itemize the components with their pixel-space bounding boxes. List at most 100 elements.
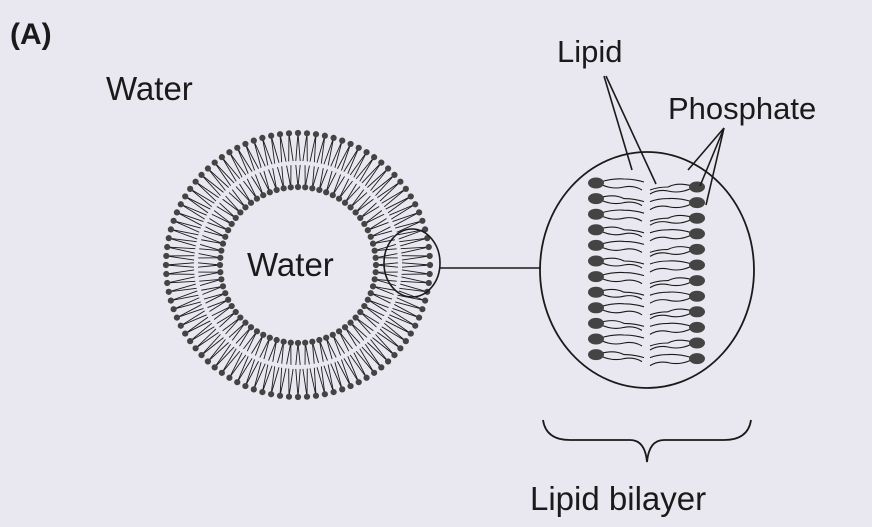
lipid-bilayer-enlarged [588, 178, 705, 366]
vesicle-lipid [361, 210, 384, 227]
lipid-label: Lipid [557, 34, 623, 69]
bilayer-lipid-left [588, 178, 644, 191]
vesicle-lipid [187, 186, 214, 207]
vesicle-lipid [303, 369, 310, 400]
vesicle-lipid [402, 262, 433, 268]
vesicle-lipid [356, 154, 377, 181]
bilayer-zoom-ellipse [540, 152, 754, 388]
vesicle-lipid [163, 270, 194, 277]
vesicle-lipid [361, 303, 384, 320]
water-outside-label: Water [106, 70, 193, 107]
vesicle-lipid [389, 201, 418, 219]
vesicle-lipid [401, 244, 432, 253]
vesicle-lipid [199, 276, 224, 285]
vesicle-lipid [350, 353, 370, 381]
bilayer-lipid-left [588, 256, 644, 269]
vesicle-lipid [344, 145, 362, 174]
vesicle-lipid [353, 196, 374, 216]
bilayer-lipid-right [650, 322, 705, 335]
vesicle-lipid [372, 276, 397, 285]
vesicle-lipid [356, 349, 377, 376]
vesicle-lipid [347, 190, 367, 211]
vesicle-lipid [401, 277, 432, 286]
vesicle-lipid [164, 277, 195, 286]
vesicle-lipid [386, 193, 414, 213]
lipid-bilayer-label: Lipid bilayer [530, 480, 706, 517]
vesicle-lipid [386, 317, 414, 337]
vesicle-lipid [223, 196, 244, 216]
vesicle-lipid [164, 244, 195, 253]
vesicle-lipid [402, 270, 433, 277]
vesicle-lipid [163, 253, 194, 260]
vesicle-lipid [286, 369, 293, 400]
vesicle-lipid [372, 244, 397, 253]
bilayer-lipid-left [588, 318, 644, 331]
vesicle-lipid [198, 269, 223, 276]
bilayer-lipid-left [588, 209, 644, 222]
vesicle-lipid [182, 317, 210, 337]
vesicle-lipid [277, 339, 286, 364]
vesicle-lipid [223, 314, 244, 334]
bilayer-brace [543, 420, 751, 462]
vesicle-lipid [324, 365, 337, 396]
vesicle-lipid [295, 165, 301, 190]
vesicle-lipid [373, 262, 398, 268]
vesicle-lipid [310, 131, 319, 162]
vesicle-lipid [198, 262, 223, 268]
bilayer-lipid-right [650, 244, 705, 257]
vesicle-lipid [344, 356, 362, 385]
vesicle-lipid [229, 320, 249, 341]
vesicle-lipid [295, 369, 301, 400]
vesicle-lipid [287, 165, 294, 190]
vesicle-lipid [347, 320, 367, 341]
bilayer-lipid-right [650, 275, 705, 288]
bilayer-lipid-right [650, 338, 705, 351]
vesicle-lipid [302, 165, 309, 190]
vesicle-lipid [277, 368, 286, 399]
vesicle-lipid [389, 311, 418, 329]
bilayer-lipid-right [650, 228, 705, 241]
bilayer-lipid-left [588, 287, 644, 300]
bilayer-lipid-right [650, 213, 705, 226]
vesicle-lipid [226, 149, 246, 177]
bilayer-lipid-left [588, 193, 644, 206]
bilayer-lipid-right [650, 260, 705, 273]
vesicle-lipid [219, 154, 240, 181]
vesicle-lipid [219, 349, 240, 376]
vesicle-lipid [168, 291, 199, 304]
vesicle-lipid [178, 201, 207, 219]
vesicle-lipid [234, 145, 252, 174]
lipid-pointer-lines [604, 76, 656, 184]
vesicle-lipid [163, 262, 194, 268]
vesicle-lipid [286, 130, 293, 161]
vesicle-lipid [198, 254, 223, 261]
vesicle-lipid [234, 356, 252, 385]
vesicle-lipid [277, 166, 286, 191]
vesicle-lipid [243, 328, 260, 351]
vesicle-lipid [226, 353, 246, 381]
vesicle-lipid [259, 135, 272, 166]
bilayer-lipid-right [650, 291, 705, 304]
bilayer-lipid-left [588, 349, 644, 362]
bilayer-lipid-left [588, 224, 644, 237]
vesicle-lipid [199, 244, 224, 253]
vesicle-lipid [350, 149, 370, 177]
bilayer-lipid-right [650, 353, 705, 366]
vesicle-lipid [382, 186, 409, 207]
bilayer-lipid-right [650, 197, 705, 210]
vesicle-lipid [277, 131, 286, 162]
vesicle-lipid [295, 340, 301, 365]
vesicle-lipid [182, 193, 210, 213]
vesicle-lipid [402, 253, 433, 260]
vesicle-lipid [295, 130, 301, 161]
vesicle-lipid [303, 130, 310, 161]
bilayer-lipid-left [588, 271, 644, 284]
phosphate-pointer-lines [688, 128, 724, 205]
vesicle-lipid [336, 328, 353, 351]
water-inside-label: Water [247, 246, 334, 283]
vesicle-lipid [168, 226, 199, 239]
vesicle-lipid [302, 340, 309, 365]
bilayer-lipid-left [588, 240, 644, 253]
vesicle-lipid [309, 339, 318, 364]
